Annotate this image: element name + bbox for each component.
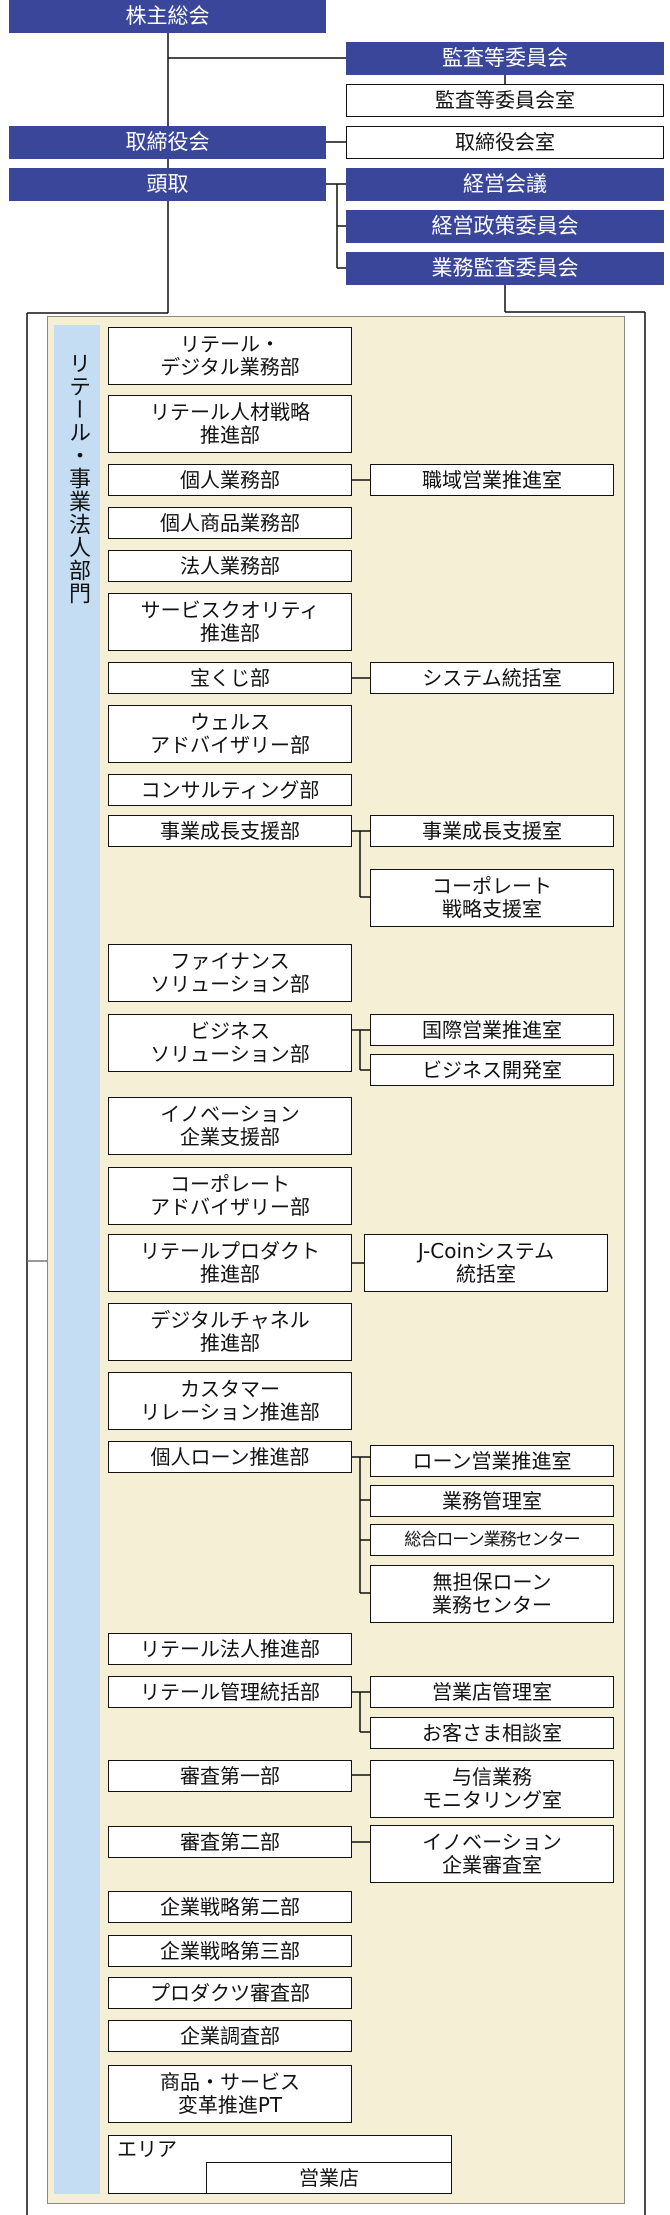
department-box: 宝くじ部 — [108, 662, 352, 694]
department-box: 審査第一部 — [108, 1760, 352, 1792]
office-box: 職域営業推進室 — [370, 464, 614, 496]
audit-committee-office-box: 監査等委員会室 — [346, 84, 664, 117]
department-box: リテール法人推進部 — [108, 1633, 352, 1665]
board-box: 取締役会 — [9, 126, 326, 159]
department-box: 企業戦略第三部 — [108, 1935, 352, 1967]
department-box: 個人業務部 — [108, 464, 352, 496]
branch-box: 営業店 — [206, 2162, 452, 2194]
office-box: イノベーション 企業審査室 — [370, 1825, 614, 1883]
division-title: リテール・事業法人部門 — [65, 352, 90, 605]
president-box: 頭取 — [9, 168, 326, 201]
office-box: 事業成長支援室 — [370, 815, 614, 847]
department-box: 商品・サービス 変革推進PT — [108, 2065, 352, 2123]
office-box: コーポレート 戦略支援室 — [370, 869, 614, 927]
office-box: システム統括室 — [370, 662, 614, 694]
department-box: コーポレート アドバイザリー部 — [108, 1167, 352, 1225]
department-box: イノベーション 企業支援部 — [108, 1097, 352, 1155]
shareholders-meeting-box: 株主総会 — [9, 0, 326, 33]
department-box: デジタルチャネル 推進部 — [108, 1303, 352, 1361]
office-box: 営業店管理室 — [370, 1676, 614, 1708]
office-box: 業務管理室 — [370, 1485, 614, 1517]
department-box: リテール人材戦略 推進部 — [108, 395, 352, 453]
department-box: ウェルス アドバイザリー部 — [108, 705, 352, 763]
department-box: 企業調査部 — [108, 2020, 352, 2052]
department-box: サービスクオリティ 推進部 — [108, 593, 352, 651]
department-box: 個人商品業務部 — [108, 507, 352, 539]
division-bar — [54, 325, 100, 2194]
department-box: 審査第二部 — [108, 1826, 352, 1858]
department-box: リテールプロダクト 推進部 — [108, 1234, 352, 1292]
department-box: 企業戦略第二部 — [108, 1891, 352, 1923]
office-box: 無担保ローン 業務センター — [370, 1565, 614, 1623]
department-box: ビジネス ソリューション部 — [108, 1014, 352, 1072]
department-box: リテール管理統括部 — [108, 1676, 352, 1708]
office-box: ローン営業推進室 — [370, 1445, 614, 1477]
office-box: J-Coinシステム 統括室 — [364, 1234, 608, 1292]
management-meeting-box: 経営会議 — [346, 168, 664, 201]
office-box: 与信業務 モニタリング室 — [370, 1760, 614, 1818]
department-box: 事業成長支援部 — [108, 815, 352, 847]
department-box: 法人業務部 — [108, 550, 352, 582]
department-box: プロダクツ審査部 — [108, 1977, 352, 2009]
department-box: カスタマー リレーション推進部 — [108, 1372, 352, 1430]
area-label: エリア — [117, 2137, 177, 2161]
department-box: ファイナンス ソリューション部 — [108, 944, 352, 1002]
department-box: リテール・ デジタル業務部 — [108, 327, 352, 385]
department-box: コンサルティング部 — [108, 774, 352, 806]
board-office-box: 取締役会室 — [346, 126, 664, 159]
audit-committee-box: 監査等委員会 — [346, 42, 664, 75]
office-box: お客さま相談室 — [370, 1717, 614, 1749]
office-box: 国際営業推進室 — [370, 1014, 614, 1046]
office-box: ビジネス開発室 — [370, 1054, 614, 1086]
department-box: 個人ローン推進部 — [108, 1441, 352, 1473]
internal-audit-committee-box: 業務監査委員会 — [346, 252, 664, 285]
office-box: 総合ローン業務センター — [370, 1524, 614, 1556]
management-policy-committee-box: 経営政策委員会 — [346, 210, 664, 243]
